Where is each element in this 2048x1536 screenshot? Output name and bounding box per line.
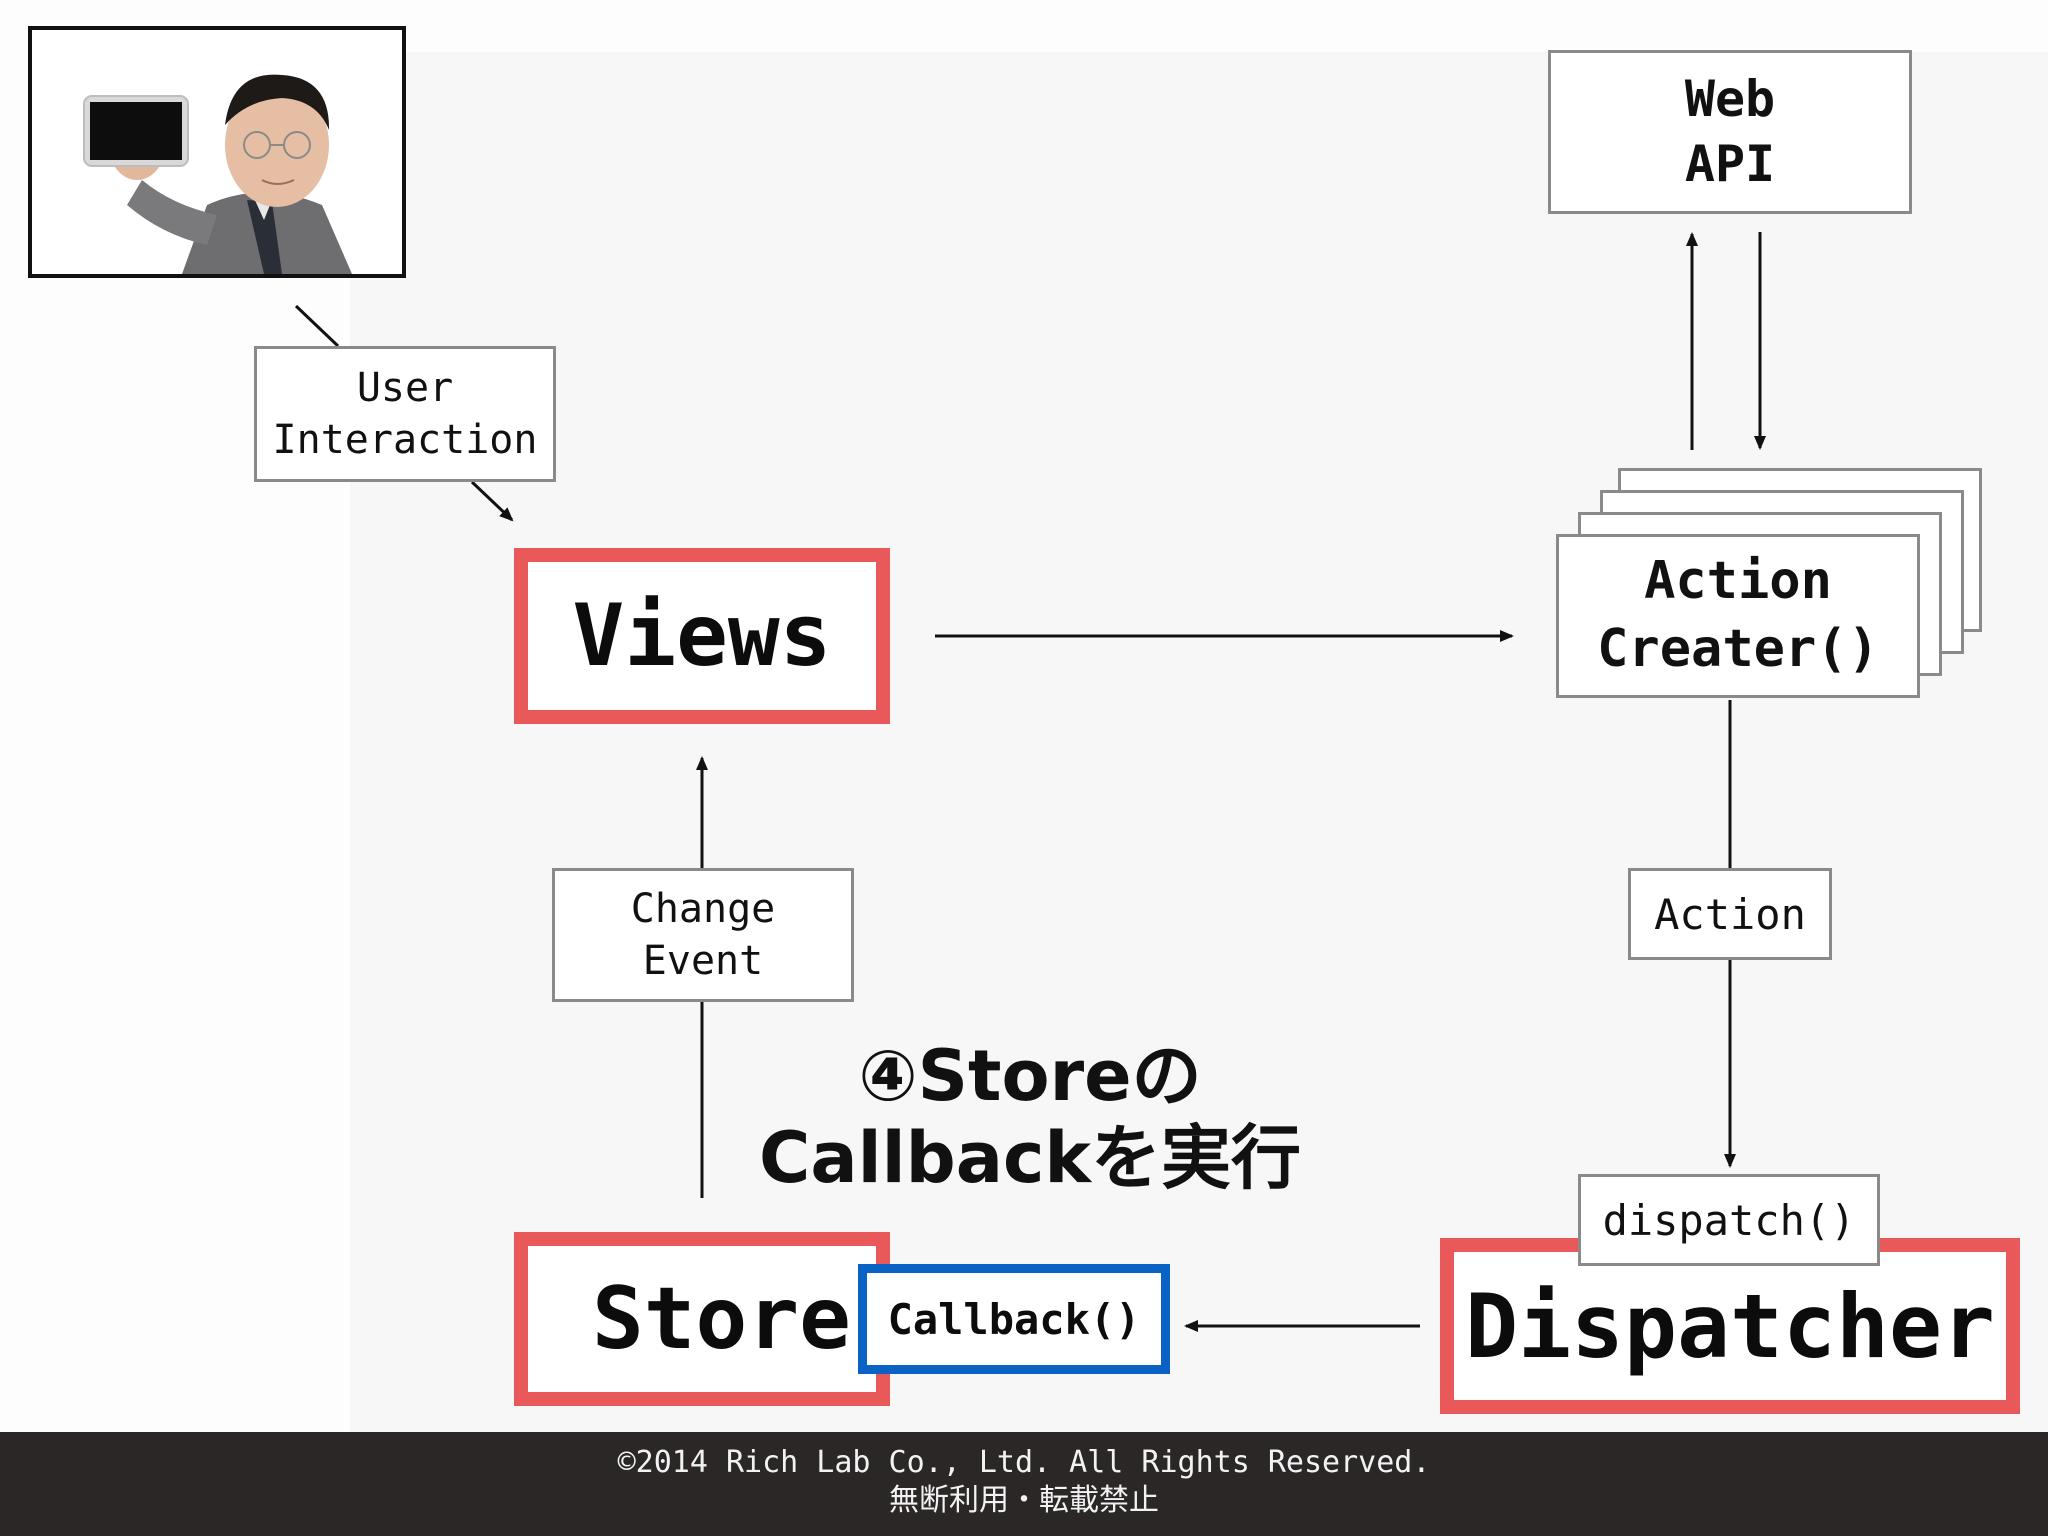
action-creator-text: Action Creater() <box>1597 551 1879 679</box>
views-box: Views <box>514 548 890 724</box>
views-text: Views <box>572 586 832 686</box>
photo-to-interaction-line <box>294 304 340 348</box>
footer-copyright: ©2014 Rich Lab Co., Ltd. All Rights Rese… <box>617 1445 1431 1480</box>
action-label: Action <box>1628 868 1832 960</box>
action-creator-box: Action Creater() <box>1556 534 1920 698</box>
dispatch-label: dispatch() <box>1578 1174 1880 1266</box>
dispatcher-box: Dispatcher <box>1440 1238 2020 1414</box>
step-caption: ④Storeの Callbackを実行 <box>720 1035 1340 1199</box>
user-interaction-text: User Interaction <box>272 365 538 463</box>
user-holding-phone-illustration <box>32 30 402 274</box>
user-interaction-label: User Interaction <box>254 346 556 482</box>
user-photo <box>28 26 406 278</box>
web-api-text: Web API <box>1684 70 1776 193</box>
change-event-text: Change Event <box>630 886 776 984</box>
action-text: Action <box>1654 889 1806 939</box>
callback-box: Callback() <box>858 1264 1170 1374</box>
footer-notice: 無断利用・転載禁止 <box>889 1483 1159 1518</box>
store-text: Store <box>592 1269 851 1369</box>
store-box: Store <box>514 1232 890 1406</box>
dispatch-text: dispatch() <box>1602 1195 1856 1245</box>
interaction-to-views-arrow <box>470 480 514 522</box>
callback-text: Callback() <box>887 1294 1141 1344</box>
dispatcher-text: Dispatcher <box>1465 1274 1995 1378</box>
footer: ©2014 Rich Lab Co., Ltd. All Rights Rese… <box>0 1432 2048 1536</box>
step-caption-line-1: ④Storeの <box>858 1035 1202 1117</box>
web-api-box: Web API <box>1548 50 1912 214</box>
step-caption-line-2: Callbackを実行 <box>759 1117 1301 1199</box>
change-event-label: Change Event <box>552 868 854 1002</box>
